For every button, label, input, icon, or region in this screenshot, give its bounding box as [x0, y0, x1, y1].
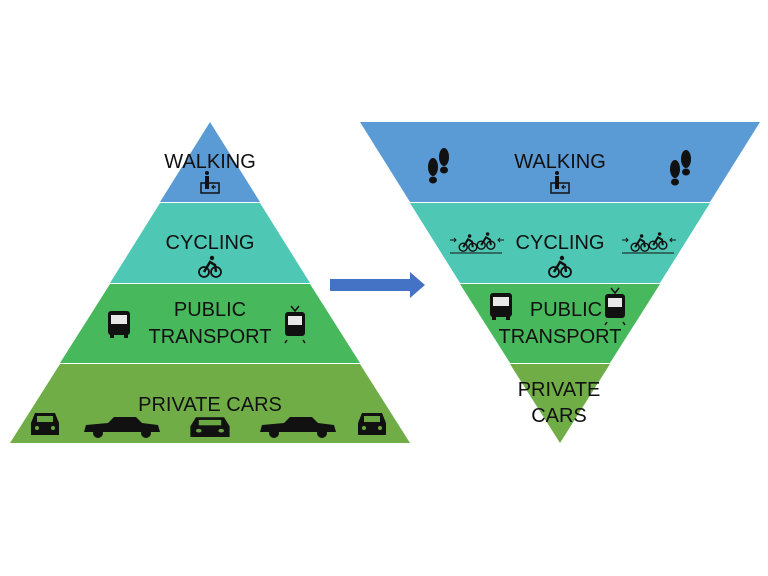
right-walking-label: WALKING [514, 151, 606, 173]
left-public-label-line2: TRANSPORT [149, 326, 272, 348]
left-pyramid: WALKING CYCLING PUBLIC TRANSPORT PRIVATE… [10, 122, 410, 443]
right-level-public-transport [460, 284, 660, 363]
right-private-label-line2: CARS [531, 405, 587, 427]
left-cycling-label: CYCLING [166, 232, 255, 254]
right-cycling-label: CYCLING [516, 232, 605, 254]
car-icon [190, 417, 230, 437]
right-level-private-cars [510, 364, 610, 443]
car-icon [31, 413, 59, 435]
car-icon [358, 413, 386, 435]
right-level-cycling [410, 203, 710, 283]
right-inverted-pyramid: WALKING CYCLING PUBLIC TRANSPORT PRIVATE… [360, 122, 760, 443]
right-public-label-line1: PUBLIC [530, 299, 602, 321]
left-private-cars-label: PRIVATE CARS [138, 394, 282, 416]
right-public-label-line2: TRANSPORT [499, 326, 622, 348]
right-arrow-icon [330, 272, 425, 298]
left-level-public-transport [60, 284, 360, 363]
left-level-walking [160, 122, 260, 202]
bus-icon [108, 311, 130, 338]
left-public-label-line1: PUBLIC [174, 299, 246, 321]
right-level-walking [360, 122, 760, 202]
left-level-cycling [110, 203, 310, 283]
right-private-label-line1: PRIVATE [518, 379, 601, 401]
left-walking-label: WALKING [164, 151, 256, 173]
bus-icon [490, 293, 512, 320]
